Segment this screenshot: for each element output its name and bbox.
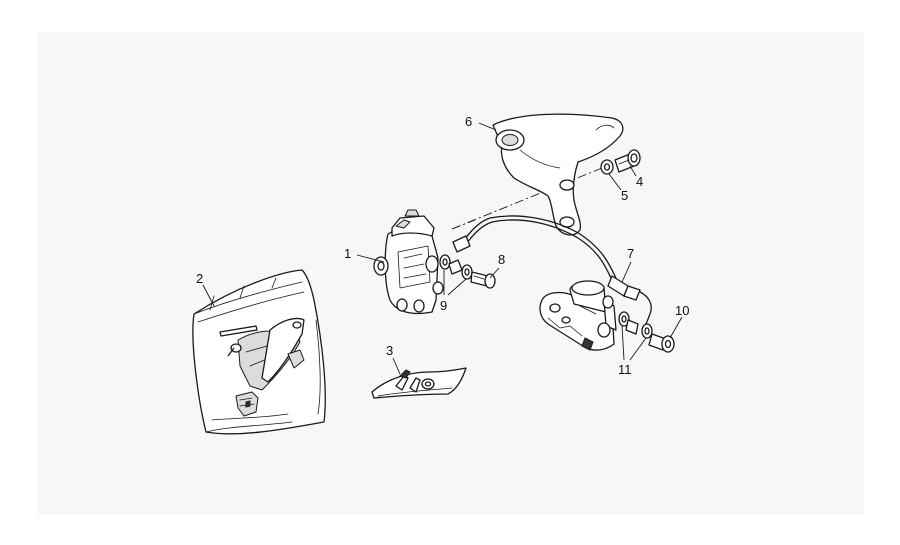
callout-10: 10 bbox=[675, 303, 689, 318]
diagram-background bbox=[38, 32, 864, 515]
callout-labels: 1 2 3 4 5 6 7 8 9 10 11 bbox=[196, 114, 689, 377]
brake-hose bbox=[452, 215, 652, 325]
callout-3: 3 bbox=[386, 343, 393, 358]
caliper-bracket bbox=[492, 113, 624, 236]
pin-kit bbox=[371, 367, 467, 399]
banjo-bolt-part-8 bbox=[448, 259, 496, 289]
washers-part-9 bbox=[439, 254, 473, 280]
callout-7: 7 bbox=[627, 246, 634, 261]
washer-part-5 bbox=[600, 159, 614, 175]
callout-8: 8 bbox=[498, 252, 505, 267]
assembly-axis-lines bbox=[451, 167, 603, 230]
brake-pad-kit bbox=[192, 269, 326, 435]
washers-part-11 bbox=[618, 311, 653, 339]
callout-4: 4 bbox=[636, 174, 643, 189]
callout-9: 9 bbox=[440, 298, 447, 313]
bolt-part-4 bbox=[614, 149, 641, 173]
callout-1: 1 bbox=[344, 246, 351, 261]
callout-11: 11 bbox=[618, 362, 632, 377]
callout-leaders bbox=[202, 122, 683, 375]
master-cylinder bbox=[539, 280, 617, 351]
banjo-bolt-part-10 bbox=[625, 319, 675, 353]
callout-6: 6 bbox=[465, 114, 472, 129]
brake-caliper bbox=[373, 209, 444, 315]
callout-5: 5 bbox=[621, 188, 628, 203]
callout-2: 2 bbox=[196, 271, 203, 286]
